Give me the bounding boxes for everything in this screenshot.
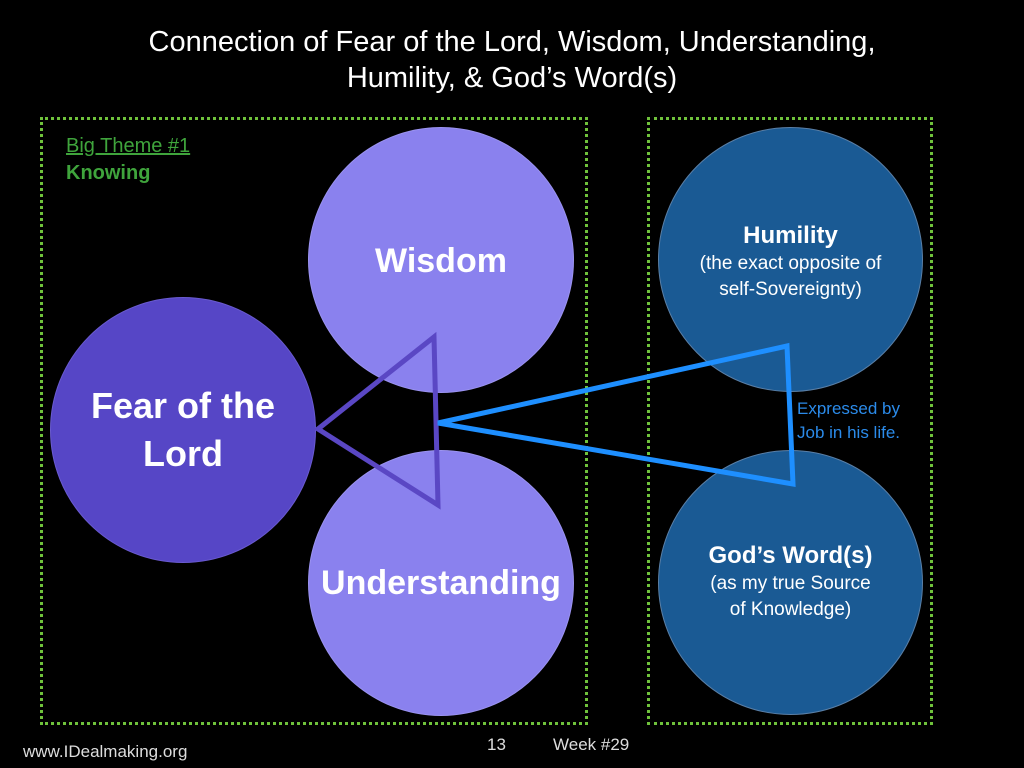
- understanding-circle: Understanding: [308, 450, 574, 716]
- gods-words-subtitle-line-2: of Knowledge): [729, 599, 852, 620]
- right-triangle: [437, 342, 796, 487]
- understanding-label: Understanding: [321, 564, 561, 602]
- humility-subtitle-line-2: self-Sovereignty): [719, 279, 862, 300]
- slide-title-line-1: Connection of Fear of the Lord, Wisdom, …: [148, 26, 876, 58]
- left-triangle: [313, 331, 441, 510]
- big-theme-subtitle: Knowing: [66, 162, 151, 184]
- expressed-by-annotation: Expressed by Job in his life.: [797, 397, 900, 445]
- gods-words-circle: God’s Word(s) (as my true Source of Know…: [658, 450, 923, 715]
- gods-words-subtitle-line-1: (as my true Source: [710, 573, 871, 594]
- humility-circle: Humility (the exact opposite of self-Sov…: [658, 127, 923, 392]
- gods-words-title: God’s Word(s): [708, 542, 873, 569]
- footer-website[interactable]: www.IDealmaking.org: [23, 742, 188, 761]
- wisdom-label: Wisdom: [375, 242, 507, 280]
- footer-page-number: 13: [487, 735, 506, 754]
- annotation-line-2: Job in his life.: [797, 423, 900, 442]
- fear-of-the-lord-circle: Fear of the Lord: [50, 297, 316, 563]
- slide-title: Connection of Fear of the Lord, Wisdom, …: [0, 24, 1024, 96]
- annotation-line-1: Expressed by: [797, 399, 900, 418]
- humility-subtitle-line-1: (the exact opposite of: [699, 253, 882, 274]
- fear-of-the-lord-label: Fear of the Lord: [90, 385, 276, 474]
- knowing-group-box: [40, 117, 588, 725]
- theme-label: Big Theme #1 Knowing: [66, 133, 190, 187]
- expression-group-box: [647, 117, 933, 725]
- footer-week-label: Week #29: [553, 735, 630, 754]
- slide-title-line-2: Humility, & God’s Word(s): [346, 62, 678, 94]
- humility-title: Humility: [743, 222, 838, 249]
- big-theme-link[interactable]: Big Theme #1: [66, 135, 191, 157]
- wisdom-circle: Wisdom: [308, 127, 574, 393]
